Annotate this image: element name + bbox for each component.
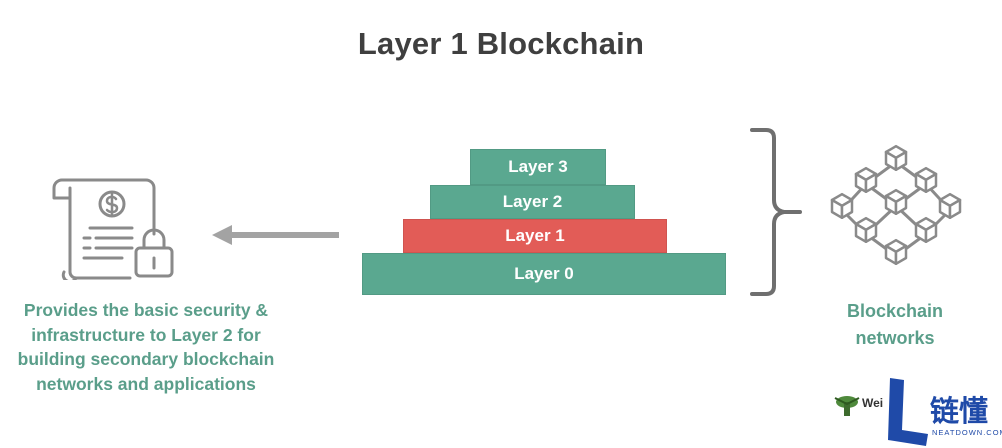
network-cube: [914, 216, 938, 244]
layer-2-label: Layer 2: [502, 192, 563, 211]
network-cube: [884, 238, 908, 266]
diagram-title: Layer 1 Blockchain: [357, 26, 645, 61]
network-cube: [914, 166, 938, 194]
network-cube: [938, 192, 962, 220]
blockchain-networks-label: Blockchain networks: [815, 298, 975, 352]
network-cube: [884, 144, 908, 172]
layer-3-label: Layer 3: [508, 157, 568, 176]
secure-document-icon: [52, 178, 174, 280]
right-brace-icon: [750, 128, 802, 296]
left-arrow-icon: [212, 225, 339, 245]
layer-2-block: Layer 2: [430, 185, 635, 219]
description-line: networks and applications: [36, 373, 256, 394]
description-line: infrastructure to Layer 2 for: [31, 324, 261, 345]
network-cube: [830, 192, 854, 220]
plant-logo-icon: [834, 396, 860, 416]
watermark-url: NEATDOWN.COM: [932, 428, 1002, 437]
description-line: building secondary blockchain: [17, 349, 275, 369]
layer-0-block: Layer 0: [362, 253, 726, 295]
network-cube: [884, 188, 908, 216]
caption-line: Blockchain: [846, 301, 944, 321]
layer1-description: Provides the basic security & infrastruc…: [0, 298, 292, 396]
layer-1-block: Layer 1: [403, 219, 667, 253]
network-cube: [854, 166, 878, 194]
layer-1-label: Layer 1: [505, 226, 565, 245]
watermark-small-text: Wei: [862, 396, 884, 410]
caption-line: networks: [855, 328, 935, 348]
watermark-brand: 链懂: [930, 394, 989, 428]
description-line: Provides the basic security &: [23, 300, 269, 320]
layer-0-label: Layer 0: [514, 264, 574, 283]
blockchain-network-icon: [830, 144, 962, 266]
l-logo-icon: [888, 378, 928, 446]
network-cube: [854, 216, 878, 244]
layer-3-block: Layer 3: [470, 149, 606, 185]
